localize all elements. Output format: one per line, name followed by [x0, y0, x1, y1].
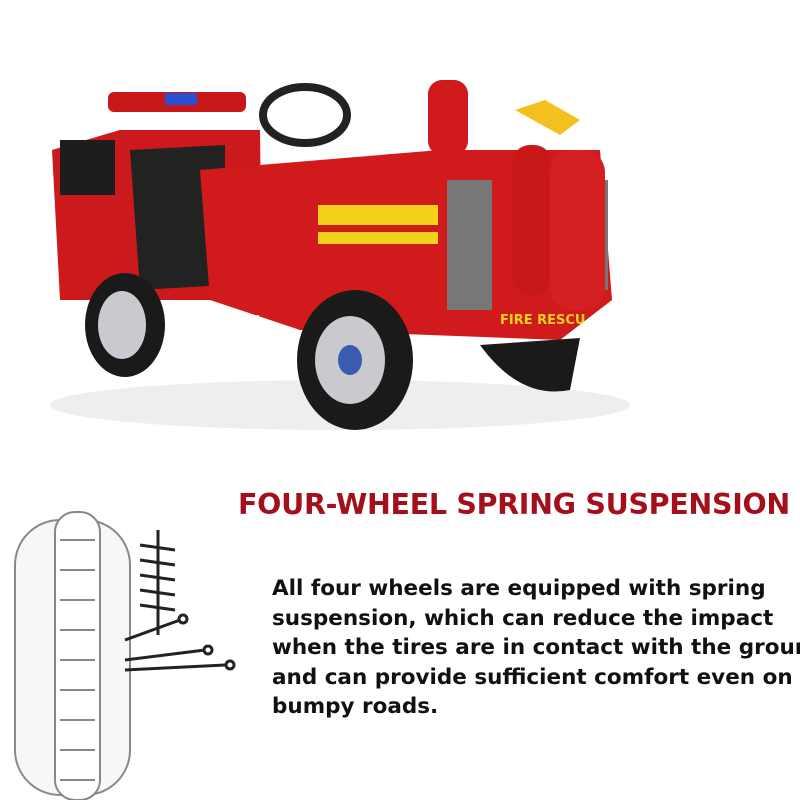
description-line: bumpy roads. — [272, 694, 439, 719]
rear-right-wheel — [480, 338, 580, 392]
door-number: 911 — [196, 309, 267, 349]
spring-icon — [139, 530, 176, 635]
yellow-stripe — [318, 205, 438, 225]
rear-grille — [447, 180, 492, 310]
description-line: suspension, which can reduce the impact — [272, 605, 774, 631]
steering-wheel — [259, 83, 351, 147]
suspension-arm — [124, 613, 236, 672]
truck-body — [200, 150, 612, 340]
blue-light — [165, 93, 197, 105]
description-line: and can provide sufficient comfort even … — [272, 664, 793, 690]
cab-window — [60, 140, 115, 195]
rear-label: FIRE RESCU — [500, 313, 585, 328]
yellow-stripe-lower — [318, 232, 438, 244]
description-line: when the tires are in contact with the g… — [272, 635, 800, 660]
front-wheel — [85, 273, 165, 377]
tread-lines — [60, 539, 95, 781]
tire-tread — [54, 511, 101, 800]
fire-extinguisher — [428, 80, 468, 155]
description-line: All four wheels are equipped with spring — [272, 576, 766, 601]
feature-description: All four wheels are equipped with spring… — [272, 574, 800, 722]
rear-wheel — [297, 290, 413, 430]
water-tank-right — [550, 150, 605, 310]
water-tank-left — [512, 145, 552, 295]
fire-truck-ride-on-image: 911 FIRE RESCU — [50, 80, 630, 430]
tire-suspension-diagram — [14, 511, 236, 800]
water-gun — [515, 100, 580, 135]
feature-heading: FOUR-WHEEL SPRING SUSPENSION — [238, 488, 790, 521]
